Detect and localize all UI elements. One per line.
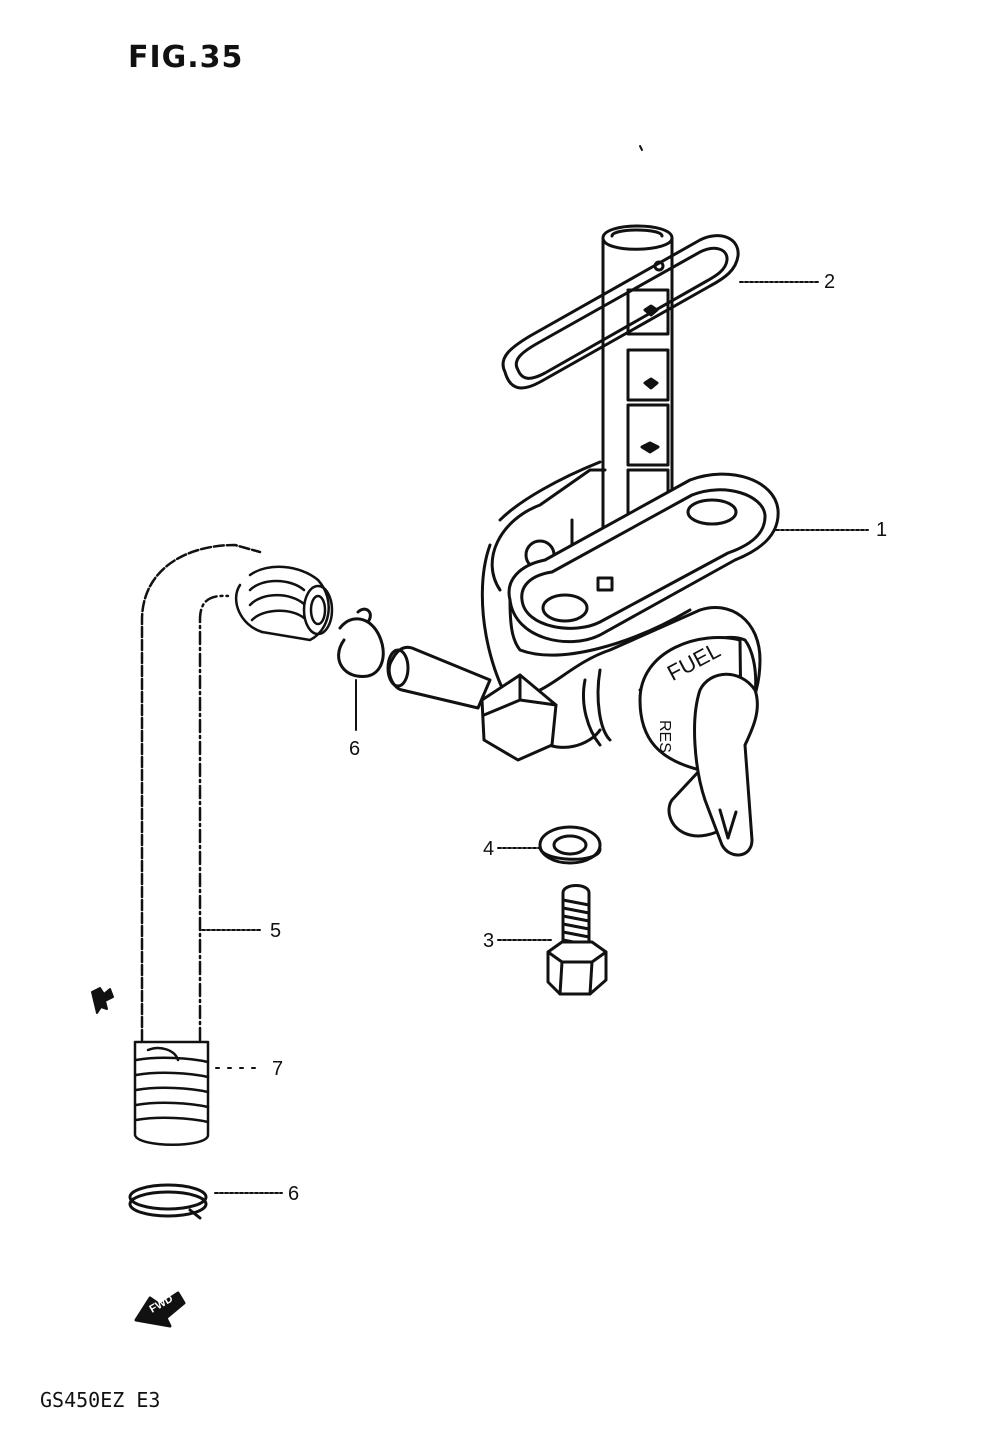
callout-part-6-upper: 6 [349,738,361,760]
clip-lower [128,1183,208,1220]
washer [538,825,602,865]
scan-specks [91,145,643,1014]
outlet-nipple [386,645,558,762]
res-marking: RES [656,720,673,753]
callout-part-5: 5 [270,920,282,942]
callout-part-1: 1 [876,519,888,541]
figure-title: FIG.35 [128,40,244,75]
callout-part-3: 3 [483,930,495,952]
fwd-arrow-icon [134,1291,186,1328]
callout-part-7: 7 [272,1058,284,1080]
callout-part-2: 2 [824,271,836,293]
gasket [501,234,740,390]
bolt [546,884,608,996]
callout-part-4: 4 [483,838,495,860]
clip-upper [337,607,385,678]
model-code: GS450EZ E3 [40,1388,161,1412]
leader-lines [201,281,869,1194]
fuel-hose [133,543,334,1146]
callout-part-6-lower: 6 [288,1183,300,1205]
lever-knob [638,636,759,857]
